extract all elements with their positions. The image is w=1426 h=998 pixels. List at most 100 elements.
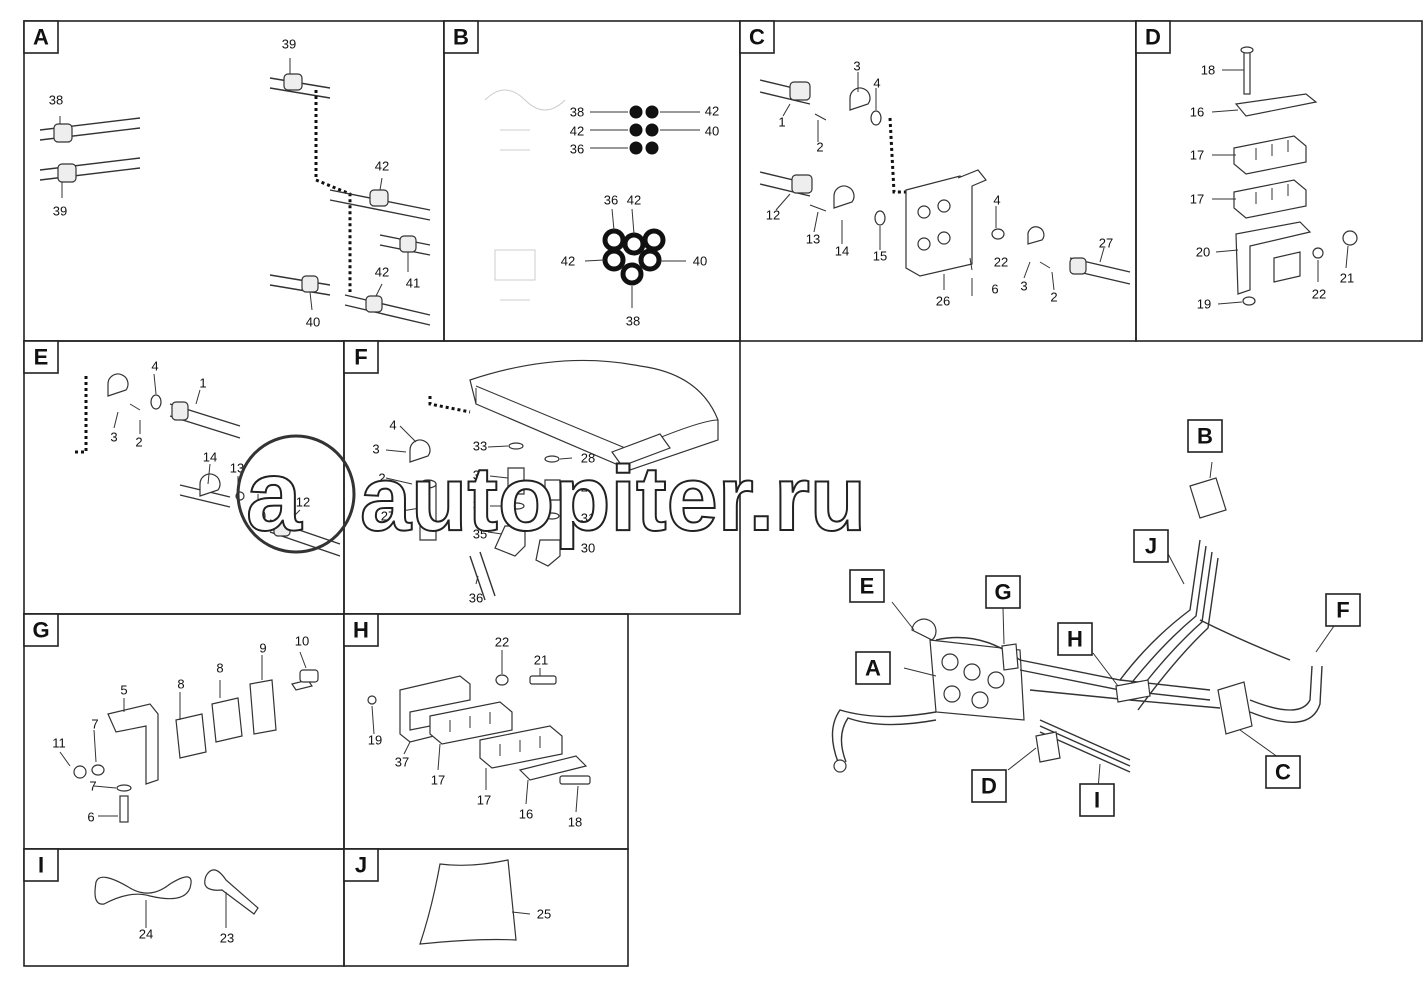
- svg-text:C: C: [1275, 760, 1291, 785]
- part-label: 23: [220, 931, 234, 946]
- svg-text:C: C: [749, 25, 765, 50]
- part-label: 4: [151, 359, 158, 374]
- part-label: 42: [561, 254, 575, 269]
- panel-tag-g: G: [23, 613, 59, 647]
- part-label: 36: [469, 591, 483, 606]
- panel-d-drawing: [1211, 46, 1358, 306]
- svg-text:J: J: [355, 853, 367, 878]
- svg-text:H: H: [1067, 627, 1083, 652]
- panel-i-labels: 24 23: [139, 927, 234, 946]
- part-label: 35: [473, 527, 487, 542]
- part-label: 4: [993, 193, 1000, 208]
- part-label: 34: [473, 498, 487, 513]
- part-label: 38: [626, 314, 640, 329]
- overview-callout-h: H: [1057, 622, 1093, 656]
- part-label: 36: [570, 142, 584, 157]
- watermark-text: autopiter.ru: [360, 448, 866, 550]
- part-label: 3: [110, 430, 117, 445]
- panel-tag-a: A: [23, 20, 59, 54]
- panel-tag-h: H: [343, 613, 379, 647]
- panel-e-drawing: [72, 373, 341, 557]
- svg-text:A: A: [865, 656, 881, 681]
- part-label: 40: [705, 124, 719, 139]
- svg-text:F: F: [354, 345, 367, 370]
- part-label: 6: [87, 810, 94, 825]
- overview-callout-b: B: [1187, 419, 1223, 453]
- part-label: 19: [368, 733, 382, 748]
- part-label: 10: [295, 634, 309, 649]
- assembly-overview-drawing: [831, 461, 1335, 791]
- part-label: 40: [306, 315, 320, 330]
- part-label: 1: [778, 115, 785, 130]
- part-label: 18: [568, 815, 582, 830]
- overview-callout-j: J: [1133, 529, 1169, 563]
- part-label: 15: [253, 479, 267, 494]
- part-label: 33: [473, 439, 487, 454]
- part-label: 3: [372, 442, 379, 457]
- panel-tag-b: B: [443, 20, 479, 54]
- overview-callout-g: G: [985, 575, 1021, 609]
- svg-text:H: H: [353, 618, 369, 643]
- panel-g-drawing: [59, 651, 319, 823]
- part-label: 13: [806, 232, 820, 247]
- part-label: 40: [693, 254, 707, 269]
- part-label: 13: [230, 461, 244, 476]
- watermark-symbol: a: [246, 440, 303, 552]
- part-label: 32: [473, 468, 487, 483]
- part-label: 18: [1201, 63, 1215, 78]
- svg-text:E: E: [34, 345, 49, 370]
- panel-e-labels: 4 1 3 2 14 13 15 12: [110, 359, 310, 510]
- panel-frames: [23, 20, 1423, 967]
- part-label: 3: [853, 59, 860, 74]
- panel-f-labels: 4 3 2 27 33 28 32 29 34 31 35 30 36: [372, 418, 595, 606]
- part-label: 4: [389, 418, 396, 433]
- part-label: 2: [1050, 290, 1057, 305]
- part-label: 42: [570, 124, 584, 139]
- svg-text:B: B: [453, 25, 469, 50]
- part-label: 38: [49, 93, 63, 108]
- part-label: 7: [91, 717, 98, 732]
- part-label: 14: [203, 450, 217, 465]
- part-label: 27: [1099, 236, 1113, 251]
- panel-h-labels: 22 21 19 37 17 17 16 18: [368, 635, 582, 830]
- overview-callout-a: A: [855, 651, 891, 685]
- panel-f-drawing: [385, 359, 719, 601]
- panel-b-labels: 38 42 42 40 36 36 42 42 40 38: [561, 104, 719, 329]
- watermark: a autopiter.ru: [236, 434, 867, 554]
- part-label: 22: [994, 255, 1008, 270]
- part-label: 29: [581, 480, 595, 495]
- part-label: 22: [1312, 287, 1326, 302]
- panel-a-drawing: [39, 58, 431, 326]
- part-label: 22: [495, 635, 509, 650]
- part-label: 4: [873, 76, 880, 91]
- panel-tag-f: F: [343, 340, 379, 374]
- panel-d-labels: 18 16 17 17 20 19 22 21: [1190, 63, 1354, 312]
- part-label: 2: [378, 471, 385, 486]
- part-label: 27: [381, 509, 395, 524]
- svg-text:D: D: [981, 774, 997, 799]
- part-label: 26: [936, 294, 950, 309]
- panel-tag-e: E: [23, 340, 59, 374]
- part-label: 28: [581, 451, 595, 466]
- panel-h-drawing: [367, 650, 591, 813]
- part-label: 8: [177, 677, 184, 692]
- part-label: 16: [519, 807, 533, 822]
- panel-j-labels: 25: [537, 907, 551, 922]
- part-label: 3: [1020, 279, 1027, 294]
- svg-text:E: E: [860, 574, 875, 599]
- part-label: 6: [991, 282, 998, 297]
- part-label: 42: [375, 159, 389, 174]
- part-label: 17: [1190, 148, 1204, 163]
- part-label: 1: [199, 376, 206, 391]
- part-label: 38: [570, 105, 584, 120]
- part-label: 42: [375, 265, 389, 280]
- panel-tag-i: I: [23, 848, 59, 882]
- panel-c-labels: 3 4 1 2 12 13 14 15 4 22 6 26 3 2 27: [766, 59, 1113, 309]
- overview-callout-c: C: [1265, 755, 1301, 789]
- part-label: 2: [816, 140, 823, 155]
- part-label: 36: [604, 193, 618, 208]
- part-label: 5: [120, 683, 127, 698]
- part-label: 24: [139, 927, 153, 942]
- panel-j-drawing: [419, 859, 531, 945]
